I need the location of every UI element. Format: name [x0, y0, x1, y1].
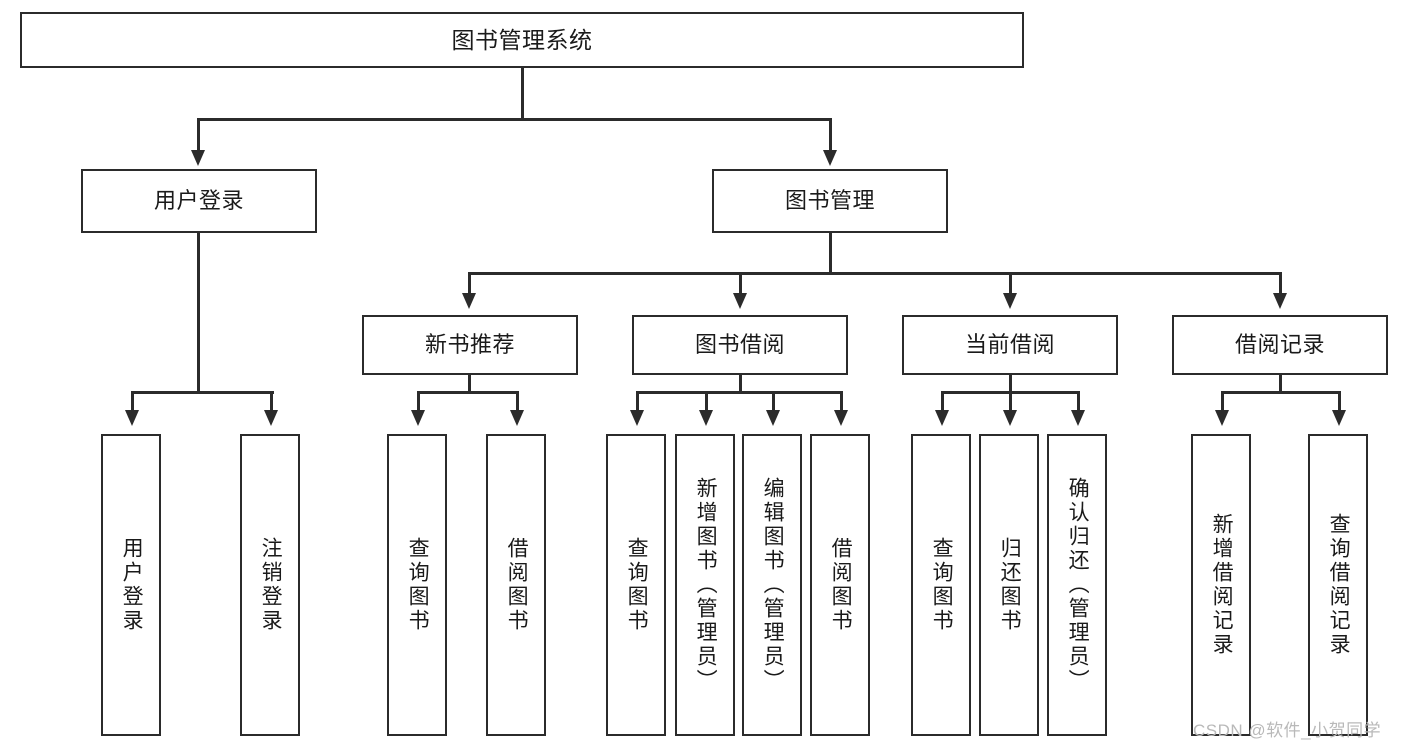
leaf-book-borrow-2[interactable]: 编辑图书（管理员） — [742, 434, 802, 736]
arrow-user-login-child-1 — [264, 410, 278, 426]
edge-new-book-stem — [468, 375, 471, 392]
arrow-to-current-borrow — [1003, 293, 1017, 309]
edge-level3-bus — [469, 272, 1281, 275]
edge-user-login-child-0 — [131, 391, 134, 411]
node-book-borrow[interactable]: 图书借阅 — [632, 315, 848, 375]
edge-current-borrow-child-2 — [1077, 391, 1080, 411]
edge-to-user-login — [197, 118, 200, 151]
edge-root-stem — [521, 68, 524, 118]
edge-book-borrow-child-2 — [772, 391, 775, 411]
edge-current-borrow-child-0 — [941, 391, 944, 411]
edge-borrow-record-child-1 — [1338, 391, 1341, 411]
arrow-book-borrow-child-3 — [834, 410, 848, 426]
node-root-system[interactable]: 图书管理系统 — [20, 12, 1024, 68]
edge-user-login-child-1 — [270, 391, 273, 411]
edge-current-borrow-child-1 — [1009, 391, 1012, 411]
node-new-book-recommend[interactable]: 新书推荐 — [362, 315, 578, 375]
edge-to-current-borrow — [1009, 272, 1012, 294]
arrow-new-book-child-1 — [510, 410, 524, 426]
edge-to-book-manage — [829, 118, 832, 151]
leaf-current-borrow-2[interactable]: 确认归还（管理员） — [1047, 434, 1107, 736]
leaf-borrow-record-1[interactable]: 查询借阅记录 — [1308, 434, 1368, 736]
leaf-new-book-1[interactable]: 借阅图书 — [486, 434, 546, 736]
arrow-book-borrow-child-1 — [699, 410, 713, 426]
leaf-user-login-1[interactable]: 注销登录 — [240, 434, 300, 736]
arrow-borrow-record-child-1 — [1332, 410, 1346, 426]
arrow-book-borrow-child-2 — [766, 410, 780, 426]
arrow-book-borrow-child-0 — [630, 410, 644, 426]
arrow-current-borrow-child-2 — [1071, 410, 1085, 426]
edge-borrow-record-bus — [1222, 391, 1340, 394]
edge-user-login-bus — [132, 391, 274, 394]
edge-to-new-book — [468, 272, 471, 294]
edge-level2-bus — [198, 118, 832, 121]
edge-borrow-record-child-0 — [1221, 391, 1224, 411]
node-borrow-record[interactable]: 借阅记录 — [1172, 315, 1388, 375]
arrow-current-borrow-child-1 — [1003, 410, 1017, 426]
edge-book-borrow-bus — [637, 391, 842, 394]
leaf-new-book-0[interactable]: 查询图书 — [387, 434, 447, 736]
arrow-to-book-borrow — [733, 293, 747, 309]
leaf-borrow-record-0[interactable]: 新增借阅记录 — [1191, 434, 1251, 736]
arrow-user-login-child-0 — [125, 410, 139, 426]
arrow-current-borrow-child-0 — [935, 410, 949, 426]
leaf-user-login-0[interactable]: 用户登录 — [101, 434, 161, 736]
edge-book-borrow-child-3 — [840, 391, 843, 411]
edge-book-manage-stem — [829, 233, 832, 273]
edge-new-book-child-0 — [417, 391, 420, 411]
leaf-current-borrow-0[interactable]: 查询图书 — [911, 434, 971, 736]
edge-to-book-borrow — [739, 272, 742, 294]
edge-new-book-child-1 — [516, 391, 519, 411]
leaf-book-borrow-0[interactable]: 查询图书 — [606, 434, 666, 736]
edge-current-borrow-stem — [1009, 375, 1012, 392]
node-current-borrow[interactable]: 当前借阅 — [902, 315, 1118, 375]
arrow-new-book-child-0 — [411, 410, 425, 426]
edge-new-book-bus — [418, 391, 519, 394]
edge-book-borrow-child-0 — [636, 391, 639, 411]
leaf-book-borrow-3[interactable]: 借阅图书 — [810, 434, 870, 736]
leaf-current-borrow-1[interactable]: 归还图书 — [979, 434, 1039, 736]
edge-book-borrow-child-1 — [705, 391, 708, 411]
node-user-login[interactable]: 用户登录 — [81, 169, 317, 233]
edge-book-borrow-stem — [739, 375, 742, 392]
edge-borrow-record-stem — [1279, 375, 1282, 392]
arrow-to-book-manage — [823, 150, 837, 166]
node-book-manage[interactable]: 图书管理 — [712, 169, 948, 233]
leaf-book-borrow-1[interactable]: 新增图书（管理员） — [675, 434, 735, 736]
edge-to-borrow-record — [1279, 272, 1282, 294]
arrow-to-borrow-record — [1273, 293, 1287, 309]
arrow-borrow-record-child-0 — [1215, 410, 1229, 426]
edge-user-login-stem — [197, 233, 200, 392]
arrow-to-user-login — [191, 150, 205, 166]
arrow-to-new-book — [462, 293, 476, 309]
csdn-watermark: CSDN @软件_小贺同学 — [1193, 721, 1382, 740]
